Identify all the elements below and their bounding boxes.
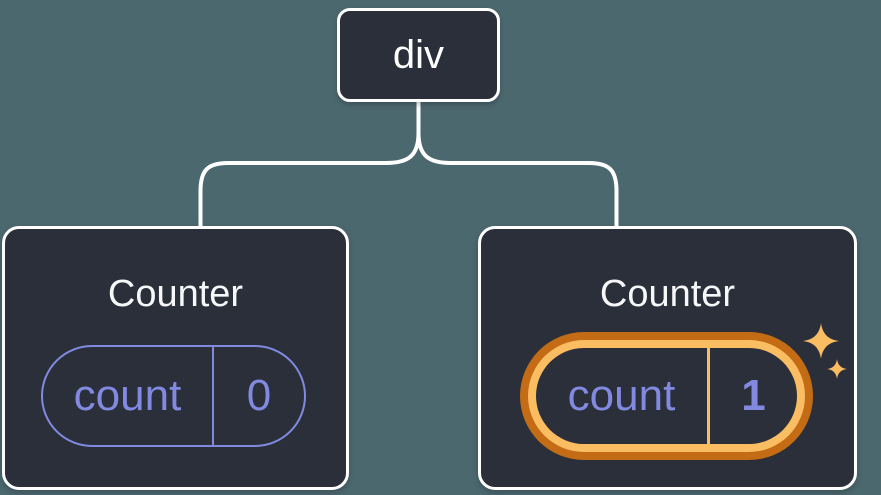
state-value: 1 [741,371,766,420]
counter-title: Counter [107,273,244,315]
root-node-label: div [392,32,445,77]
root-node: div [337,8,500,102]
sparkle-small [827,359,847,379]
counter-card-right: Counter count 1 [478,226,857,490]
sparkle-large [803,323,839,359]
connector-branch-right [416,132,619,227]
state-pill-highlight-ring-inner: count 1 [528,340,805,452]
state-pill: count 1 [536,348,797,444]
sparkles-icon [803,323,847,379]
state-pill-highlight-ring: count 1 [520,332,813,460]
state-pill-divider [707,348,710,444]
connector-branch-left [198,132,421,227]
counter-card-left: Counter count 0 [2,226,349,490]
counter-title: Counter [599,273,736,315]
state-value: 0 [246,371,272,420]
state-label: count [567,371,676,420]
state-pill-divider [212,347,214,445]
state-pill: count 0 [41,345,306,447]
state-label: count [73,371,182,420]
